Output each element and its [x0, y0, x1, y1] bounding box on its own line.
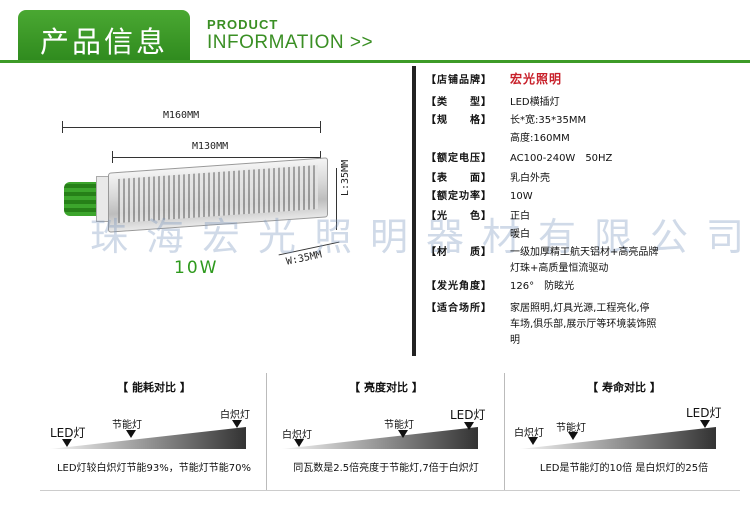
panel-divider	[266, 373, 267, 491]
energy-ramp	[50, 427, 246, 449]
brightness-item-label: 白炽灯	[282, 430, 312, 441]
bottom-divider	[40, 490, 740, 491]
section-title: 产品信息	[40, 25, 169, 59]
spec-value: 乳白外壳	[510, 173, 550, 184]
lifespan-item-label: LED灯	[686, 406, 722, 420]
dim-line-total	[62, 127, 320, 128]
wattage-label: 10W	[174, 258, 219, 278]
spec-value: 家居照明,灯具光源,工程亮化,停	[510, 303, 650, 314]
spec-value: 明	[510, 335, 520, 346]
energy-item-label: 节能灯	[112, 420, 142, 431]
header-tab: 产品信息	[18, 10, 190, 62]
spec-value: 车场,俱乐部,展示厅等环境装饰照	[510, 319, 657, 330]
watermark-text: 珠海宏光照明器材有限公司	[90, 215, 750, 259]
panel-caption: LED灯较白炽灯节能93%，节能灯节能70%	[56, 463, 252, 474]
section-subtitle-small: PRODUCT	[207, 17, 279, 32]
spec-table: 【店铺品牌】 宏光照明 【类 型】 LED横插灯 【规 格】 长*宽:35*35…	[412, 66, 737, 356]
marker-icon	[232, 420, 242, 428]
marker-icon	[62, 439, 72, 447]
header-divider	[0, 60, 750, 63]
spec-label: 【额定电压】	[426, 153, 492, 164]
spec-value: 暖白	[510, 229, 530, 240]
lifespan-ramp	[520, 427, 716, 449]
energy-item-label: 白炽灯	[220, 410, 250, 421]
spec-label: 【类 型】	[426, 97, 492, 108]
panel-title: 【 亮度对比 】	[349, 381, 423, 394]
spec-label: 【规 格】	[426, 115, 492, 126]
panel-brightness-comparison: 【 亮度对比 】 白炽灯 节能灯 LED灯 同瓦数是2.5倍亮度于节能灯,7倍于…	[272, 373, 500, 491]
marker-icon	[294, 439, 304, 447]
spec-label: 【店铺品牌】	[426, 75, 492, 86]
panel-title: 【 能耗对比 】	[117, 381, 191, 394]
lifespan-item-label: 白炽灯	[514, 428, 544, 439]
marker-icon	[528, 437, 538, 445]
marker-icon	[700, 420, 710, 428]
section-subtitle-big: INFORMATION >>	[207, 32, 374, 53]
spec-value: LED横插灯	[510, 97, 560, 108]
marker-icon	[568, 432, 578, 440]
spec-value: 一级加厚精工航天铝材+高亮品牌	[510, 247, 659, 258]
spec-value: AC100-240W 50HZ	[510, 153, 613, 164]
marker-icon	[398, 430, 408, 438]
spec-value: 126° 防眩光	[510, 281, 575, 292]
spec-value: 灯珠+高质量恒流驱动	[510, 263, 609, 274]
spec-label: 【适合场所】	[426, 303, 492, 314]
brightness-ramp	[282, 427, 478, 449]
panel-caption: 同瓦数是2.5倍亮度于节能灯,7倍于白炽灯	[293, 463, 479, 474]
spec-label: 【额定功率】	[426, 191, 492, 202]
spec-label: 【发光角度】	[426, 281, 492, 292]
spec-value: 10W	[510, 191, 533, 202]
spec-value: 正白	[510, 211, 530, 222]
spec-label: 【光 色】	[426, 211, 492, 222]
dim-line-height	[336, 168, 337, 230]
spec-value-shop: 宏光照明	[510, 72, 563, 86]
spec-label: 【表 面】	[426, 173, 492, 184]
spec-value: 长*宽:35*35MM	[510, 115, 587, 126]
panel-title: 【 寿命对比 】	[587, 381, 661, 394]
panel-lifespan-comparison: 【 寿命对比 】 白炽灯 节能灯 LED灯 LED是节能灯的10倍 是白炽灯的2…	[510, 373, 738, 491]
dim-line-body	[112, 157, 320, 158]
brightness-item-label: 节能灯	[384, 420, 414, 431]
panel-energy-comparison: 【 能耗对比 】 LED灯 节能灯 白炽灯 LED灯较白炽灯节能93%，节能灯节…	[40, 373, 268, 491]
energy-item-label: LED灯	[50, 426, 86, 440]
spec-value: 高度:160MM	[510, 133, 570, 144]
dim-height-label: L:35MM	[340, 159, 351, 196]
marker-icon	[126, 430, 136, 438]
spec-label: 【材 质】	[426, 247, 492, 258]
dim-tick	[320, 151, 321, 163]
marker-icon	[464, 422, 474, 430]
lifespan-item-label: 节能灯	[556, 423, 586, 434]
brightness-item-label: LED灯	[450, 408, 486, 422]
dim-tick	[320, 121, 321, 133]
section-header: 产品信息 PRODUCT INFORMATION >>	[0, 0, 750, 64]
panel-divider	[504, 373, 505, 491]
dim-body-label: M130MM	[192, 141, 229, 152]
spec-table-border	[412, 66, 416, 356]
panel-caption: LED是节能灯的10倍 是白炽灯的25倍	[539, 463, 709, 474]
dim-total-label: M160MM	[163, 110, 200, 121]
